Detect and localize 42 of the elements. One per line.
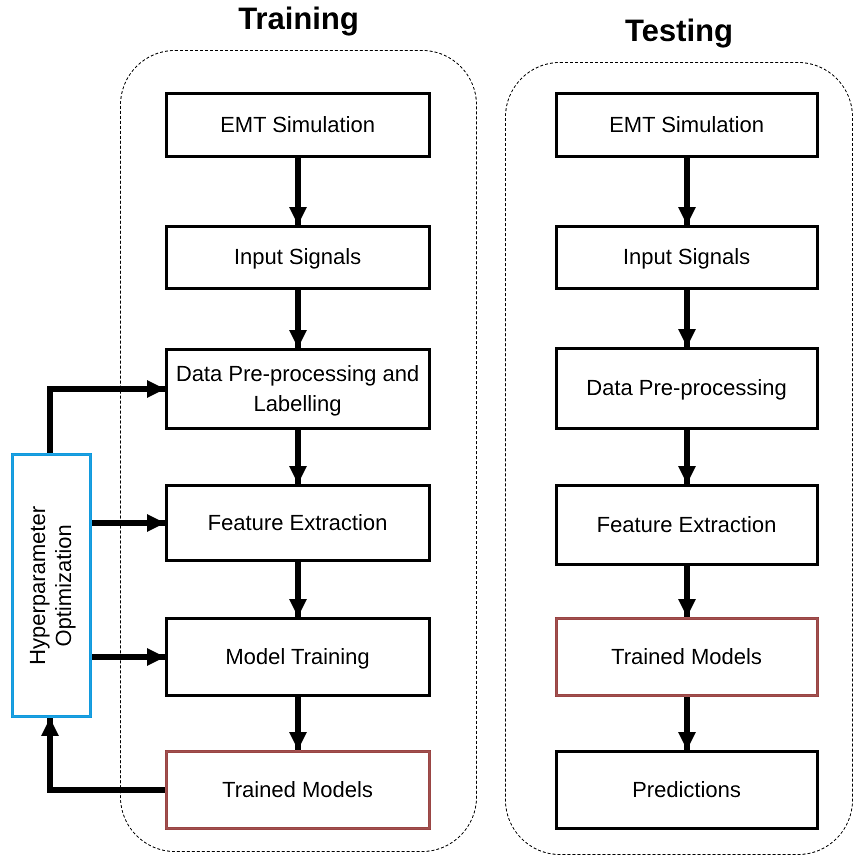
box-label: EMT Simulation (220, 110, 375, 139)
arrow (678, 566, 696, 617)
process-box (554, 484, 818, 566)
box-label: Model Training (225, 642, 370, 671)
arrow (289, 697, 307, 750)
box-label: Input Signals (622, 243, 750, 272)
arrow (678, 158, 696, 225)
process-box (164, 750, 430, 830)
arrow (41, 718, 165, 793)
arrow (92, 514, 165, 532)
arrow (289, 430, 307, 484)
arrow (678, 697, 696, 750)
arrow (289, 290, 307, 348)
box-label: Hyperparameter Optimization (25, 506, 78, 665)
arrow (678, 290, 696, 347)
process-box (164, 484, 430, 562)
process-box (164, 348, 430, 430)
process-box (164, 92, 430, 158)
arrow (92, 648, 165, 666)
group-title: Testing (624, 13, 734, 49)
box-label: Data Pre-processing and Labelling (174, 360, 420, 418)
process-box (554, 616, 818, 696)
box-label: Feature Extraction (208, 508, 388, 537)
process-box (554, 346, 818, 430)
process-box (554, 224, 818, 290)
process-box (11, 453, 92, 718)
box-label: Feature Extraction (596, 510, 776, 539)
process-box (164, 616, 430, 696)
box-label: Trained Models (222, 776, 373, 804)
process-box (554, 750, 818, 830)
box-label: Input Signals (234, 243, 362, 272)
arrow (289, 158, 307, 225)
arrow (678, 430, 696, 484)
box-label: EMT Simulation (609, 110, 764, 139)
process-box (554, 92, 818, 158)
arrow (47, 380, 165, 453)
box-label: Trained Models (611, 642, 762, 671)
box-label: Predictions (632, 776, 741, 804)
arrow (289, 562, 307, 617)
group-title: Training (237, 1, 360, 37)
box-label: Data Pre-processing (586, 374, 787, 402)
process-box (164, 224, 430, 290)
